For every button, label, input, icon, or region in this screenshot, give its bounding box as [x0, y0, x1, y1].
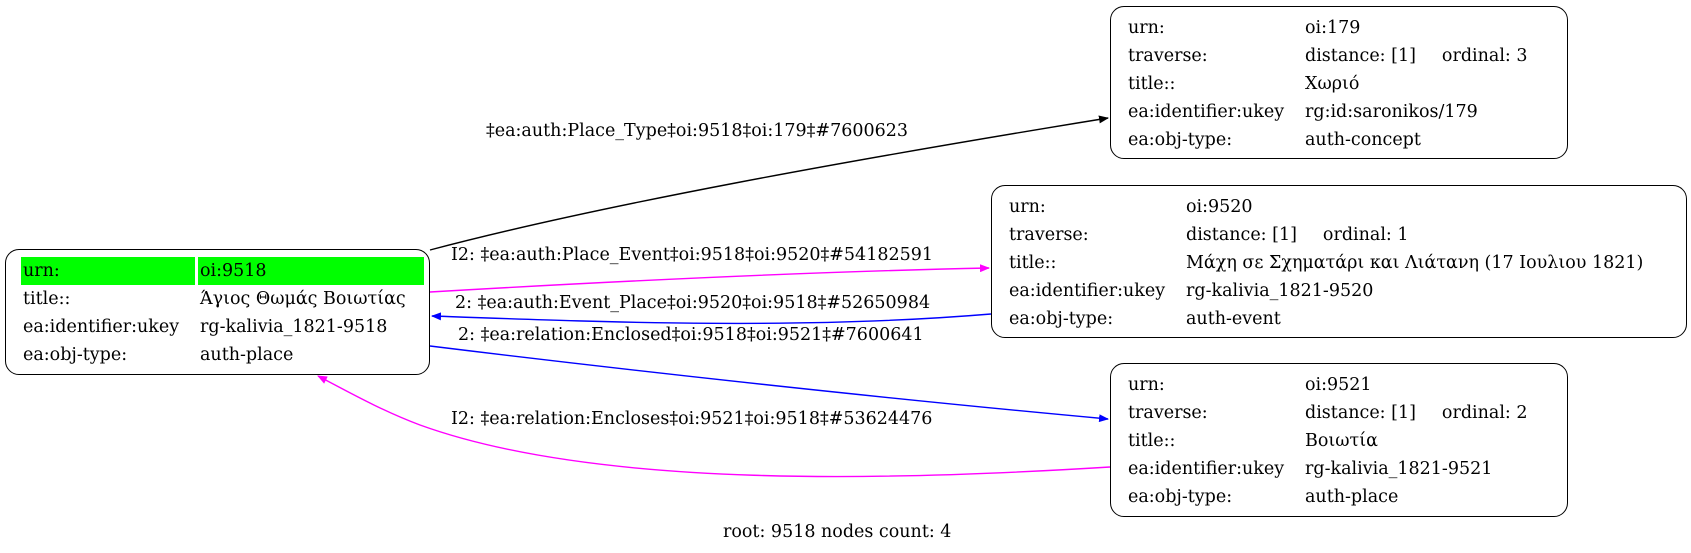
- node-9521-traverse-key: traverse:: [1128, 403, 1208, 423]
- edge-encloses[interactable]: [317, 375, 1111, 478]
- root-title-key: title::: [23, 289, 71, 309]
- root-title-value: Άγιος Θωμάς Βοιωτίας: [200, 289, 406, 309]
- edge-label-encloses: I2: ‡ea:relation:Encloses‡oi:9521‡oi:951…: [451, 409, 933, 429]
- root-type-key: ea:obj-type:: [23, 345, 128, 365]
- node-9520-type-key: ea:obj-type:: [1009, 309, 1114, 329]
- node-9521-ordinal: ordinal: 2: [1441, 403, 1528, 423]
- node-9520-urn-value: oi:9520: [1186, 197, 1253, 217]
- node-9520-row-title: title::Μάχη σε Σχηματάρι και Λιάτανη (17…: [1007, 249, 1645, 277]
- node-oi-179[interactable]: urn: oi:179 traverse: distance: [1] ordinal…: [1110, 6, 1568, 159]
- node-9521-row-urn: urn: oi:9521: [1126, 371, 1530, 399]
- node-9521-type-key: ea:obj-type:: [1128, 487, 1233, 507]
- node-9521-title-key: title::: [1128, 431, 1176, 451]
- root-urn-key: urn:: [21, 257, 195, 285]
- node-oi-9520[interactable]: urn: oi:9520 traverse: distance: [1] ordina…: [991, 185, 1687, 338]
- root-ukey-value: rg-kalivia_1821-9518: [200, 317, 388, 337]
- node-179-urn-key: urn:: [1128, 18, 1165, 38]
- node-179-row-urn: urn: oi:179: [1126, 14, 1530, 42]
- node-179-row-traverse: traverse: distance: [1] ordinal: 3: [1126, 42, 1530, 70]
- node-179-row-ukey: ea:identifier:ukey rg:id:saronikos/179: [1126, 98, 1530, 126]
- node-179-traverse-value: distance: [1] ordinal: 3: [1303, 42, 1530, 70]
- root-type-value: auth-place: [200, 345, 294, 365]
- root-row-urn: urn: oi:9518: [21, 257, 424, 285]
- node-9520-type-value: auth-event: [1186, 309, 1281, 329]
- node-9521-urn-key: urn:: [1128, 375, 1165, 395]
- node-9521-ukey-value: rg-kalivia_1821-9521: [1305, 459, 1493, 479]
- node-179-title-key: title::: [1128, 74, 1176, 94]
- node-9521-traverse-value: distance: [1] ordinal: 2: [1303, 399, 1530, 427]
- edge-label-place-event: I2: ‡ea:auth:Place_Event‡oi:9518‡oi:9520…: [451, 245, 933, 265]
- node-179-ukey-value: rg:id:saronikos/179: [1305, 102, 1478, 122]
- node-9520-row-ukey: ea:identifier:ukey rg-kalivia_1821-9520: [1007, 277, 1645, 305]
- node-9520-table: urn: oi:9520 traverse: distance: [1] ordina…: [1004, 193, 1648, 333]
- node-9520-row-traverse: traverse: distance: [1] ordinal: 1: [1007, 221, 1645, 249]
- node-179-distance: distance: [1]: [1305, 46, 1416, 66]
- edge-event-place[interactable]: [431, 312, 992, 325]
- node-9520-distance: distance: [1]: [1186, 225, 1297, 245]
- node-9520-ordinal: ordinal: 1: [1322, 225, 1409, 245]
- graph-footer: root: 9518 nodes count: 4: [723, 522, 952, 542]
- node-179-ordinal: ordinal: 3: [1441, 46, 1528, 66]
- edge-label-enclosed: 2: ‡ea:relation:Enclosed‡oi:9518‡oi:9521…: [458, 325, 924, 345]
- edge-enclosed[interactable]: [429, 345, 1109, 423]
- node-9521-urn-value: oi:9521: [1305, 375, 1372, 395]
- edge-place-event[interactable]: [429, 264, 990, 293]
- node-179-title-value: Χωριό: [1305, 74, 1360, 94]
- node-179-type-value: auth-concept: [1305, 130, 1421, 150]
- node-9520-traverse-key: traverse:: [1009, 225, 1089, 245]
- node-oi-9521[interactable]: urn: oi:9521 traverse: distance: [1] ordina…: [1110, 363, 1568, 517]
- node-179-traverse-key: traverse:: [1128, 46, 1208, 66]
- root-ukey-key: ea:identifier:ukey: [23, 317, 180, 337]
- node-9520-ukey-key: ea:identifier:ukey: [1009, 281, 1166, 301]
- node-9521-title-value: Βοιωτία: [1305, 431, 1378, 451]
- node-9521-row-title: title::Βοιωτία: [1126, 427, 1530, 455]
- node-9520-urn-key: urn:: [1009, 197, 1046, 217]
- node-179-row-type: ea:obj-type: auth-concept: [1126, 126, 1530, 154]
- node-9521-row-ukey: ea:identifier:ukey rg-kalivia_1821-9521: [1126, 455, 1530, 483]
- node-9521-type-value: auth-place: [1305, 487, 1399, 507]
- root-row-ukey: ea:identifier:ukey rg-kalivia_1821-9518: [21, 313, 424, 341]
- node-179-table: urn: oi:179 traverse: distance: [1] ordinal…: [1123, 14, 1533, 154]
- root-urn-value: oi:9518: [198, 257, 424, 285]
- node-9521-table: urn: oi:9521 traverse: distance: [1] ordina…: [1123, 371, 1533, 511]
- node-9520-traverse-value: distance: [1] ordinal: 1: [1184, 221, 1645, 249]
- root-node-table: urn: oi:9518 title:: Άγιος Θωμάς Βοιωτία…: [18, 257, 427, 369]
- node-179-ukey-key: ea:identifier:ukey: [1128, 102, 1285, 122]
- edge-label-place-type: ‡ea:auth:Place_Type‡oi:9518‡oi:179‡#7600…: [486, 121, 909, 141]
- node-9520-title-key: title::: [1009, 253, 1057, 273]
- node-179-urn-value: oi:179: [1305, 18, 1361, 38]
- root-row-title: title:: Άγιος Θωμάς Βοιωτίας: [21, 285, 424, 313]
- node-179-type-key: ea:obj-type:: [1128, 130, 1233, 150]
- node-179-row-title: title::Χωριό: [1126, 70, 1530, 98]
- node-9520-row-urn: urn: oi:9520: [1007, 193, 1645, 221]
- edge-label-event-place: 2: ‡ea:auth:Event_Place‡oi:9520‡oi:9518‡…: [455, 293, 931, 313]
- node-9521-row-traverse: traverse: distance: [1] ordinal: 2: [1126, 399, 1530, 427]
- node-9521-distance: distance: [1]: [1305, 403, 1416, 423]
- node-9520-row-type: ea:obj-type: auth-event: [1007, 305, 1645, 333]
- root-node[interactable]: urn: oi:9518 title:: Άγιος Θωμάς Βοιωτία…: [5, 249, 430, 375]
- node-9520-ukey-value: rg-kalivia_1821-9520: [1186, 281, 1374, 301]
- edge-place-type[interactable]: [429, 115, 1109, 251]
- node-9521-ukey-key: ea:identifier:ukey: [1128, 459, 1285, 479]
- root-row-type: ea:obj-type: auth-place: [21, 341, 424, 369]
- node-9520-title-value: Μάχη σε Σχηματάρι και Λιάτανη (17 Ιουλιο…: [1186, 253, 1644, 273]
- node-9521-row-type: ea:obj-type: auth-place: [1126, 483, 1530, 511]
